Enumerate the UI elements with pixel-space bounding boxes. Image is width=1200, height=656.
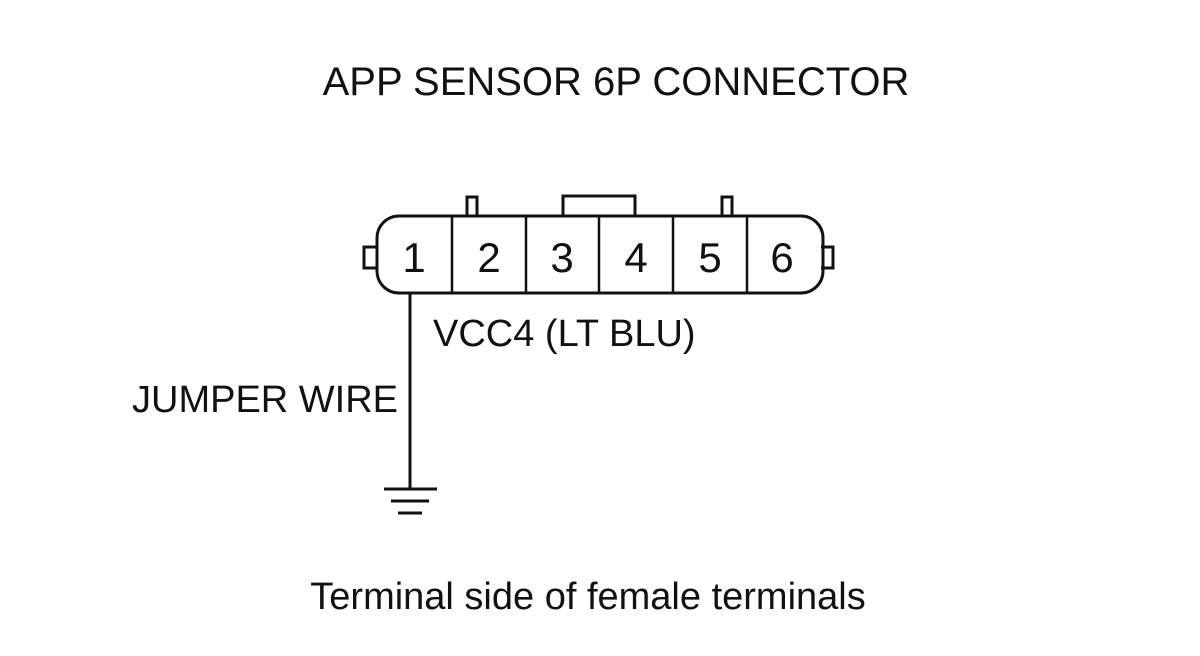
ground-symbol-icon — [384, 487, 437, 515]
diagram-caption: Terminal side of female terminals — [310, 576, 865, 618]
pin-5-label: 5 — [698, 234, 721, 281]
wire-label: VCC4 (LT BLU) — [433, 313, 696, 355]
pin-6-label: 6 — [770, 234, 793, 281]
pin-3-label: 3 — [550, 234, 573, 281]
pin-2-label: 2 — [477, 234, 500, 281]
pin-1-label: 1 — [402, 234, 425, 281]
pin-4-label: 4 — [624, 234, 647, 281]
app-sensor-connector: 1 2 3 4 5 6 — [362, 194, 835, 295]
jumper-wire-label: JUMPER WIRE — [132, 379, 398, 421]
diagram-title: APP SENSOR 6P CONNECTOR — [323, 60, 910, 104]
